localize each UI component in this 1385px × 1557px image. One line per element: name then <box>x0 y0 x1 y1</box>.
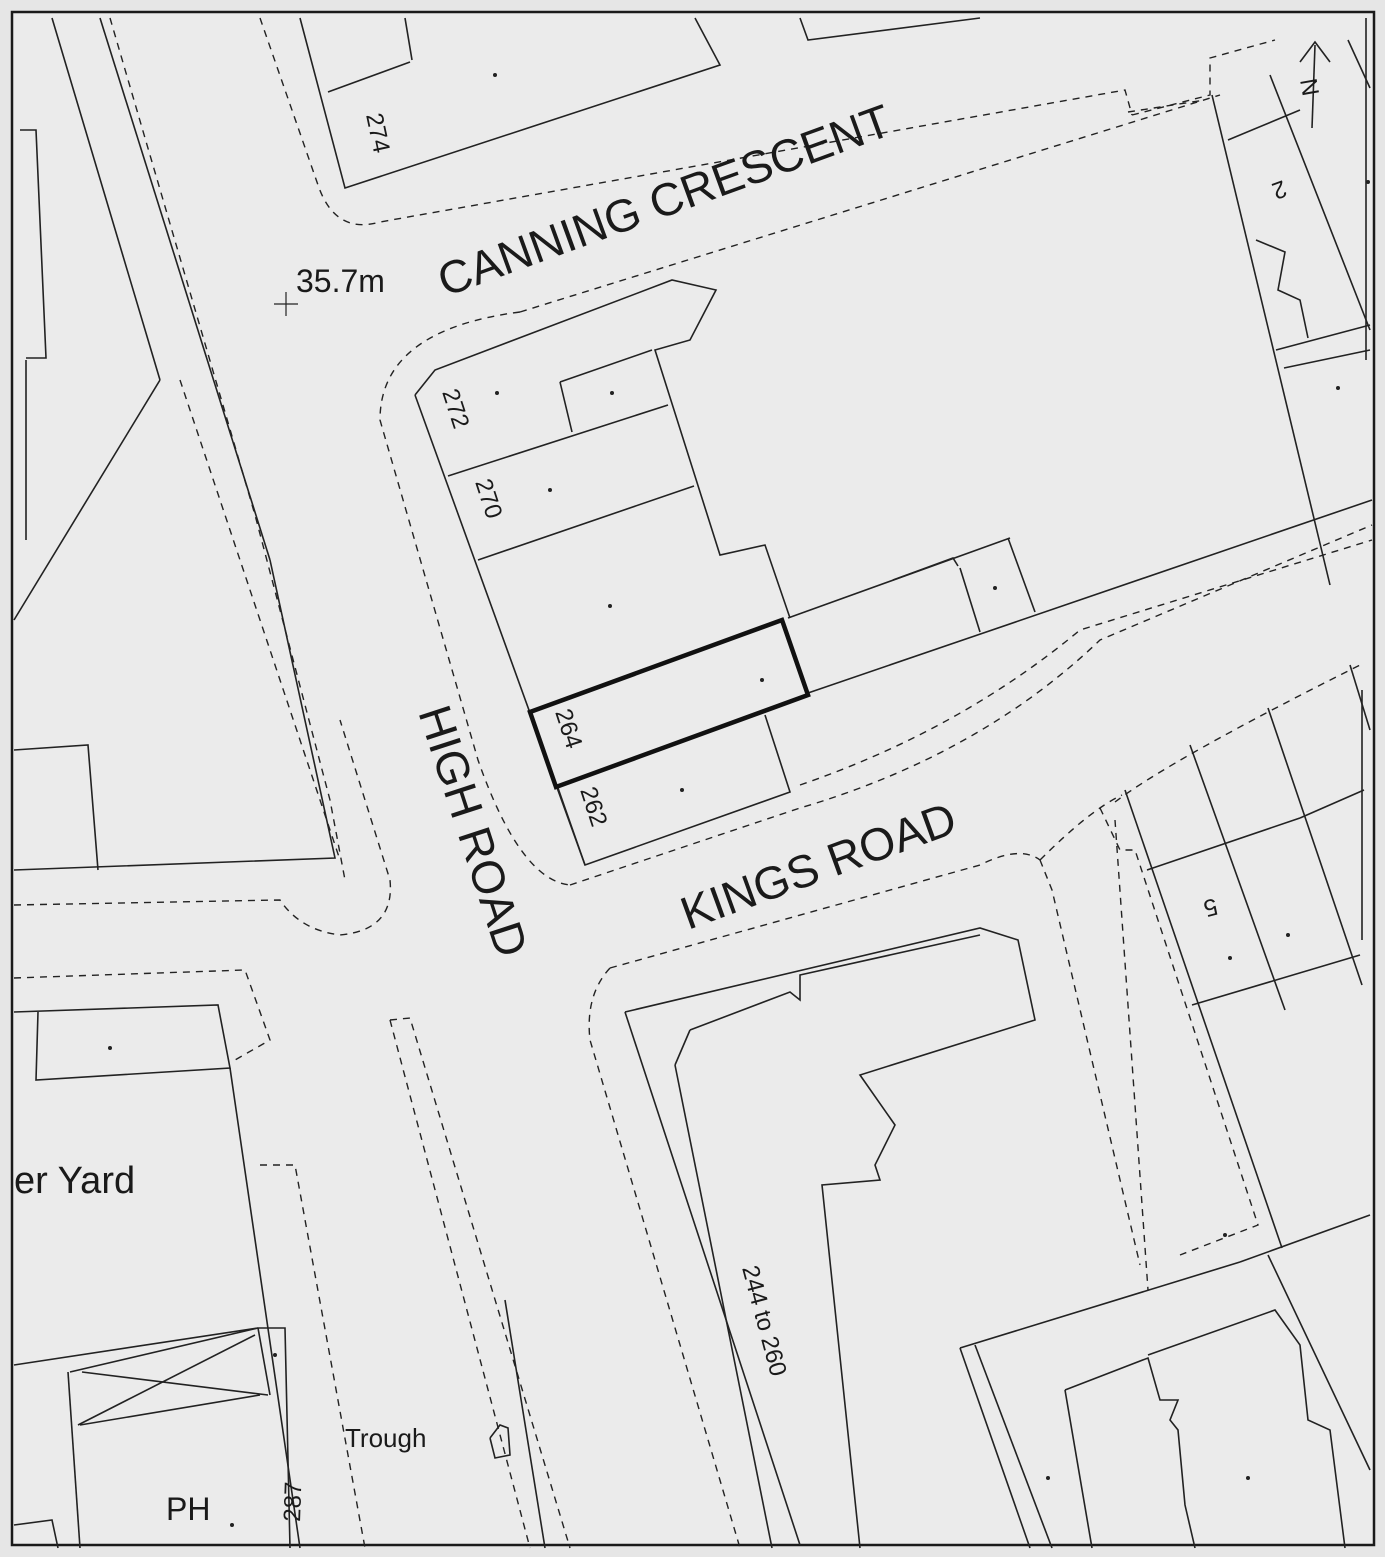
house-number-287: 287 <box>279 1481 307 1522</box>
north-arrow-icon <box>1299 40 1331 129</box>
spot-height-label: 35.7m <box>296 263 385 299</box>
north-arrow-label: N <box>1294 76 1324 98</box>
yard-label: er Yard <box>14 1160 135 1202</box>
map-frame <box>10 10 1376 1547</box>
trough-label: Trough <box>345 1423 426 1453</box>
spot-height-marker-icon <box>274 292 298 316</box>
parcel-seed-dots <box>108 73 1370 1527</box>
road-edges <box>13 17 1373 1549</box>
site-boundary <box>527 617 811 790</box>
building-outlines <box>13 17 1373 1549</box>
ph-label: PH <box>166 1491 210 1527</box>
